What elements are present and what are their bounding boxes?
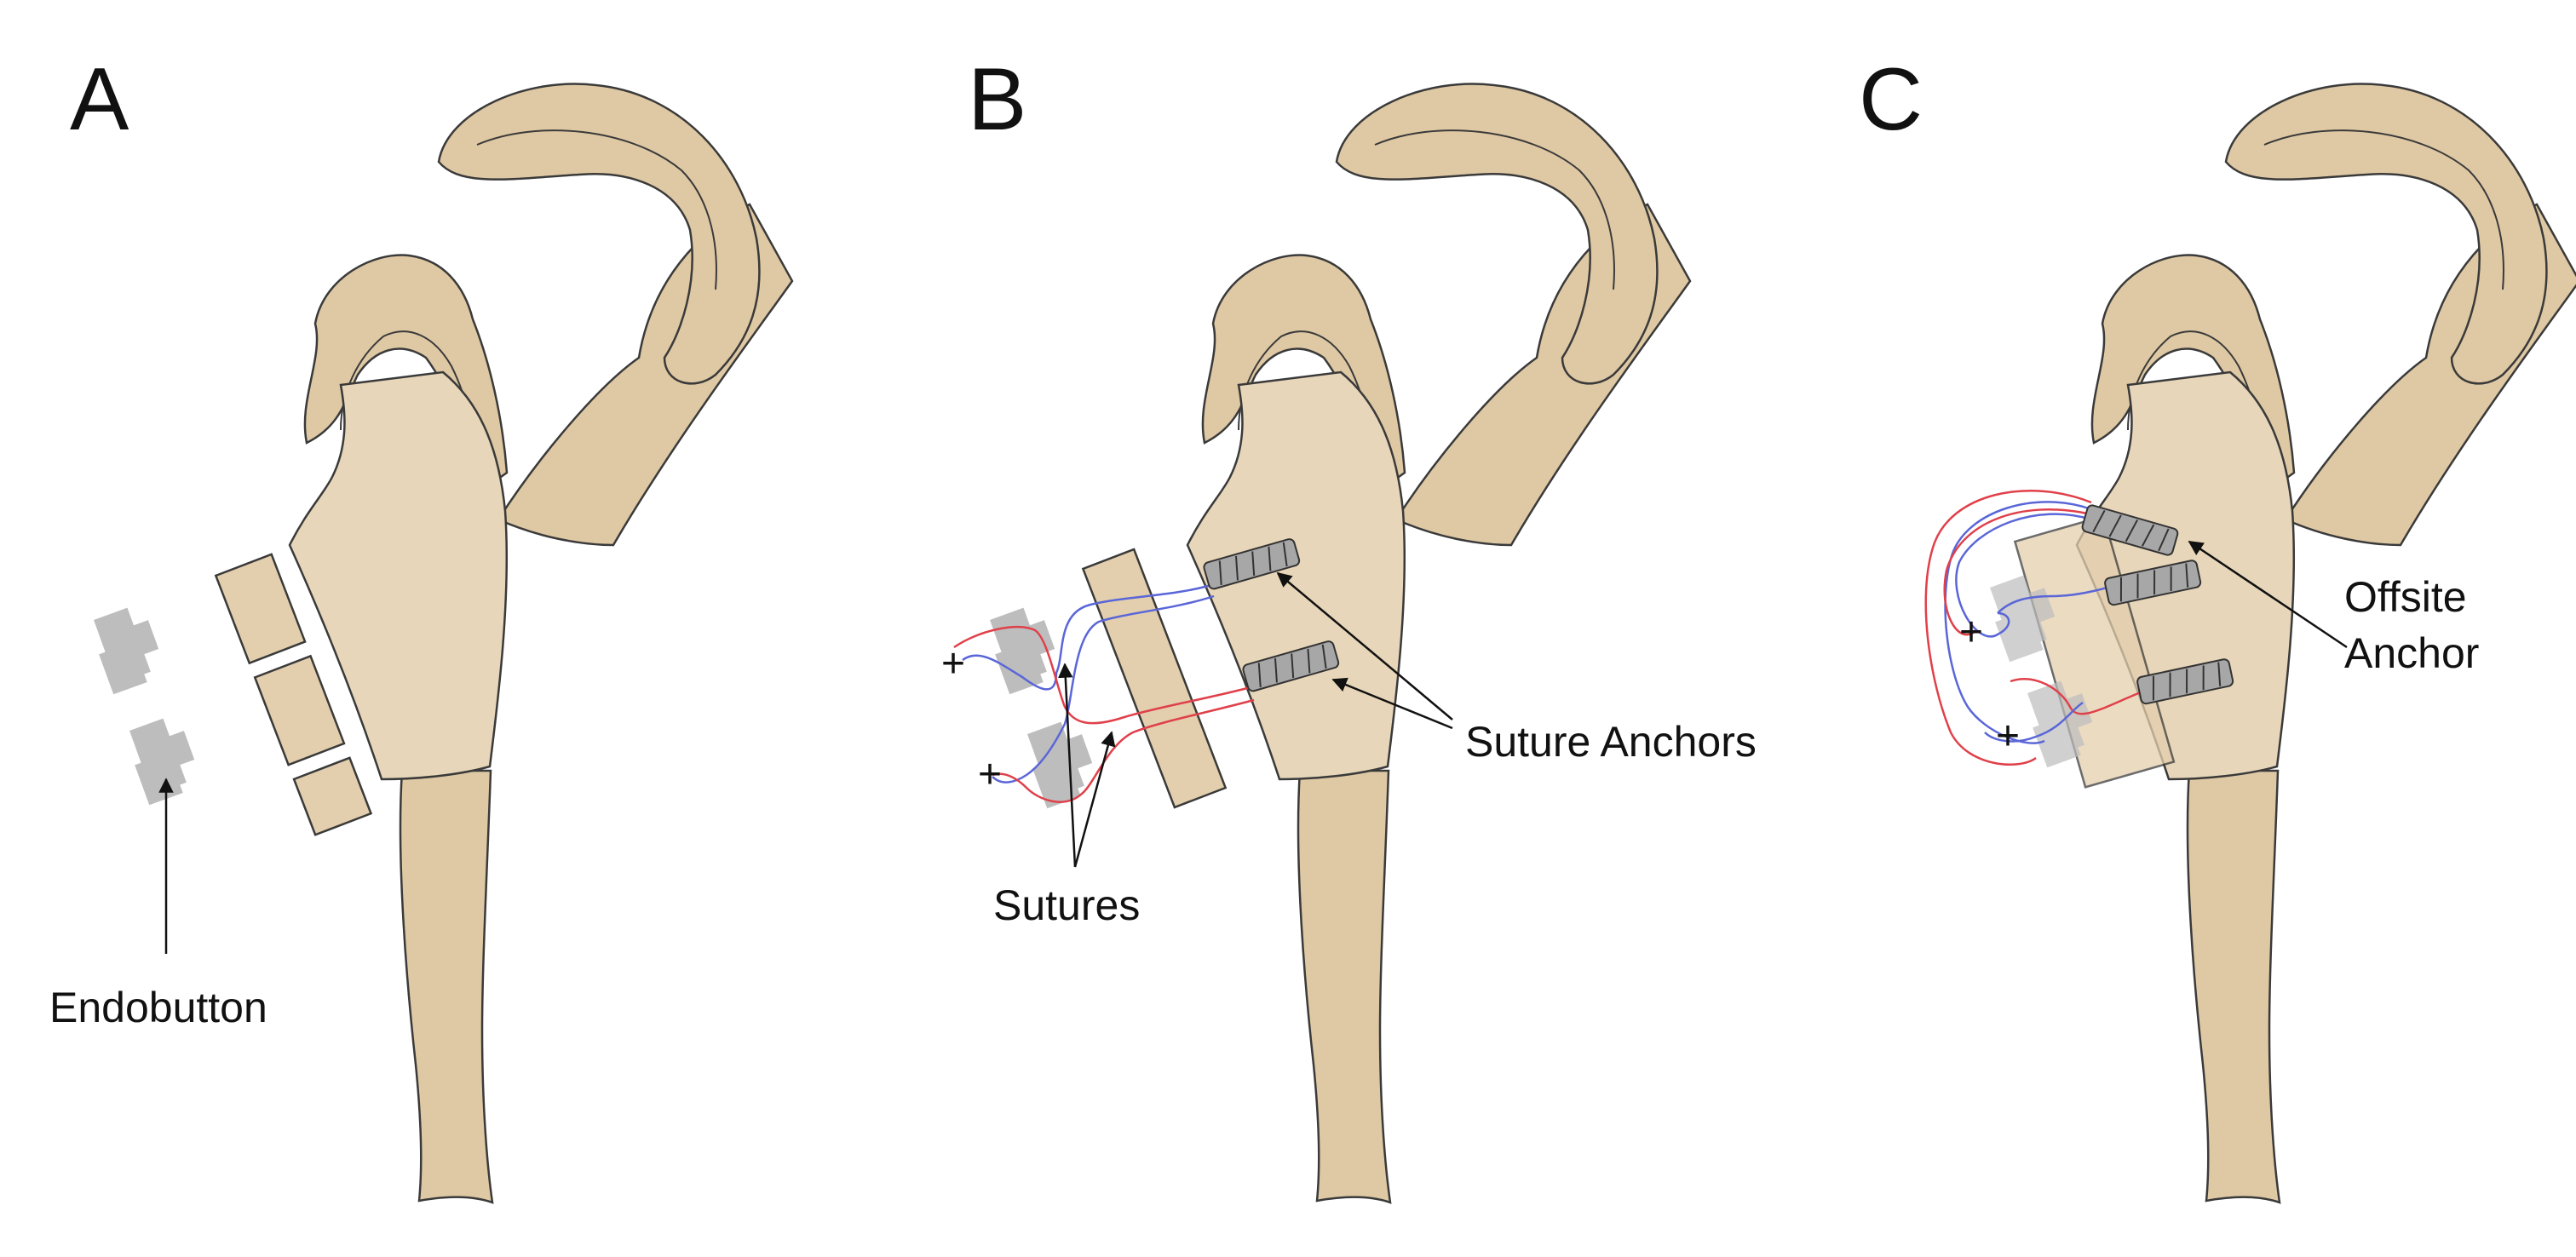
endobutton-upper [87,602,169,695]
knot-marker-upper: + [1959,610,1983,655]
sutures-arrow-left [1058,663,1077,868]
anchors-arrow-lower [1331,677,1453,730]
panel-letter-b: B [968,50,1026,149]
graft-block [2013,514,2176,789]
sutures-arrow-right [1073,731,1116,868]
scapula-illustration [2075,83,2576,1204]
knot-marker-lower: + [1996,714,2020,759]
endobutton-label: Endobutton [49,984,267,1031]
suture-anchors-label: Suture Anchors [1465,718,1757,766]
panel-b: B + + Suture Anchors [941,50,1757,1204]
offsite-anchor-label-line1: Offsite [2344,573,2467,621]
scapula-illustration [288,83,794,1204]
knot-marker-lower: + [978,752,1002,797]
graft-block [1081,548,1228,809]
sutures-label: Sutures [993,881,1140,929]
offsite-anchor-label-line2: Anchor [2344,629,2479,677]
panel-letter-a: A [70,50,129,149]
offsite-anchor-arrow [2188,540,2348,649]
graft-block [214,553,373,836]
endobutton-upper [983,602,1065,695]
knot-marker-upper: + [941,641,965,686]
anchors-arrow-upper [1276,571,1453,720]
panel-letter-c: C [1859,50,1923,149]
panel-a: A Endobutton [49,50,794,1204]
endobutton-lower [123,713,204,806]
scapula-illustration [1186,83,1692,1204]
panel-c: C + + [1859,50,2576,1204]
suture-strands [953,583,1255,803]
